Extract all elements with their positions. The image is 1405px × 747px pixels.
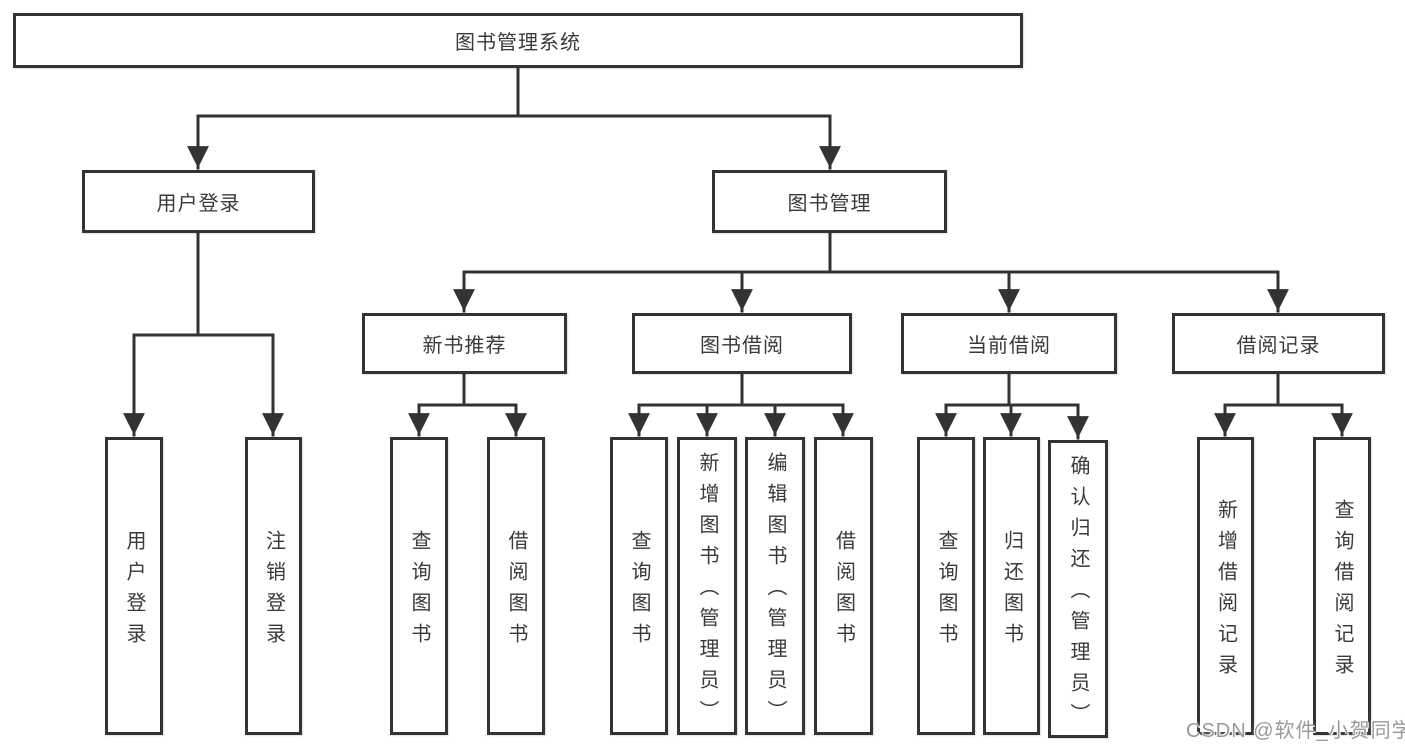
node-borrow-edit-books-label: 编辑图书（管理员） <box>764 452 786 731</box>
node-records-query-record-label: 查询借阅记录 <box>1331 498 1353 685</box>
node-new-book-recommend-label: 新书推荐 <box>422 335 507 357</box>
node-current-borrow: 当前借阅 <box>901 313 1117 374</box>
node-records-add-record: 新增借阅记录 <box>1197 437 1254 735</box>
node-borrow-query-books-label: 查询图书 <box>628 529 650 654</box>
node-leaf-user-login: 用户登录 <box>105 437 163 735</box>
csdn-watermark: CSDN @软件_小贺同学 <box>1186 720 1405 742</box>
node-recommend-query-books: 查询图书 <box>390 437 448 735</box>
node-current-return-books-label: 归还图书 <box>1000 529 1023 654</box>
node-book-manage-module-label: 图书管理 <box>787 193 872 215</box>
node-current-confirm-return-label: 确认归还（管理员） <box>1067 455 1089 734</box>
node-current-borrow-label: 当前借阅 <box>967 335 1051 357</box>
node-leaf-logout-label: 注销登录 <box>262 529 285 654</box>
node-new-book-recommend: 新书推荐 <box>362 313 567 374</box>
node-recommend-borrow-books-label: 借阅图书 <box>505 529 527 654</box>
node-borrow-borrow-books-label: 借阅图书 <box>832 529 855 654</box>
node-recommend-query-books-label: 查询图书 <box>408 529 430 654</box>
node-recommend-borrow-books: 借阅图书 <box>487 437 545 735</box>
node-current-return-books: 归还图书 <box>983 437 1040 735</box>
node-current-confirm-return: 确认归还（管理员） <box>1048 440 1108 738</box>
node-current-query-books-label: 查询图书 <box>935 529 957 654</box>
node-book-borrow-label: 图书借阅 <box>700 335 784 357</box>
node-leaf-logout: 注销登录 <box>245 437 302 735</box>
node-borrow-borrow-books: 借阅图书 <box>814 437 873 735</box>
node-records-add-record-label: 新增借阅记录 <box>1214 498 1237 685</box>
node-borrow-records-label: 借阅记录 <box>1236 335 1321 357</box>
node-user-login-module: 用户登录 <box>82 170 315 233</box>
node-book-borrow: 图书借阅 <box>632 313 852 374</box>
node-borrow-add-books: 新增图书（管理员） <box>677 437 737 735</box>
node-leaf-user-login-label: 用户登录 <box>123 529 145 654</box>
node-root-system-label: 图书管理系统 <box>455 32 581 54</box>
node-borrow-records: 借阅记录 <box>1172 313 1385 374</box>
node-borrow-add-books-label: 新增图书（管理员） <box>696 452 718 731</box>
node-book-manage-module: 图书管理 <box>712 170 947 233</box>
node-borrow-query-books: 查询图书 <box>610 437 668 735</box>
node-records-query-record: 查询借阅记录 <box>1313 437 1371 735</box>
node-user-login-module-label: 用户登录 <box>156 193 241 215</box>
node-current-query-books: 查询图书 <box>917 437 975 735</box>
node-borrow-edit-books: 编辑图书（管理员） <box>745 437 805 735</box>
node-root-system: 图书管理系统 <box>13 13 1023 68</box>
